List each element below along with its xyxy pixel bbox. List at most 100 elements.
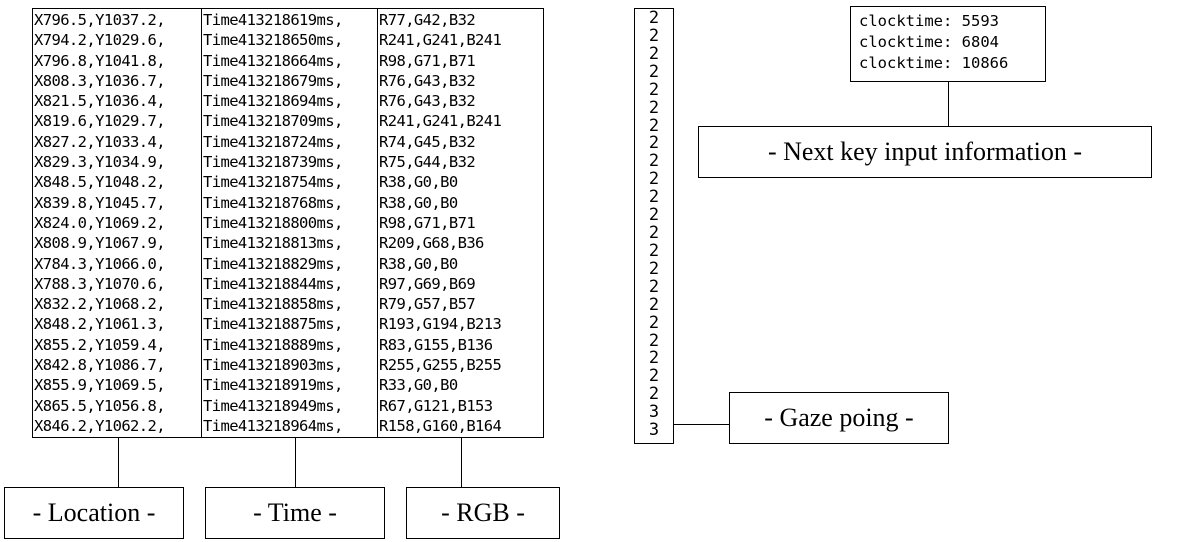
rgb-cell: R67,G121,B153 <box>379 396 493 415</box>
gaze-digit: 2 <box>648 133 660 154</box>
location-cell: X824.0,Y1069.2, <box>34 213 166 232</box>
time-cell: Time413218919ms, <box>203 376 343 395</box>
location-cell: X848.5,Y1048.2, <box>34 173 166 192</box>
rgb-cell: R193,G194,B213 <box>379 315 502 334</box>
location-connector <box>118 438 119 488</box>
rgb-cell: R75,G44,B32 <box>379 153 476 172</box>
time-cell: Time413218709ms, <box>203 112 343 131</box>
gaze-digit: 2 <box>648 348 660 369</box>
location-cell: X855.9,Y1069.5, <box>34 376 166 395</box>
time-cell: Time413218813ms, <box>203 234 343 253</box>
gaze-digit: 2 <box>648 294 660 315</box>
location-cell: X827.2,Y1033.4, <box>34 132 166 151</box>
rgb-cell: R38,G0,B0 <box>379 193 458 212</box>
gaze-digit: 2 <box>648 97 660 118</box>
rgb-cell: R97,G69,B69 <box>379 274 476 293</box>
gaze-digit: 2 <box>648 366 660 387</box>
location-label: - Location - <box>4 487 184 539</box>
location-cell: X832.2,Y1068.2, <box>34 295 166 314</box>
rgb-cell: R98,G71,B71 <box>379 213 476 232</box>
rgb-cell: R77,G42,B32 <box>379 11 476 29</box>
time-cell: Time413218768ms, <box>203 193 343 212</box>
location-cell: X865.5,Y1056.8, <box>34 396 166 415</box>
time-cell: Time413218875ms, <box>203 315 343 334</box>
location-cell: X839.8,Y1045.7, <box>34 193 166 212</box>
gaze-digit: 2 <box>648 115 660 136</box>
rgb-cell: R38,G0,B0 <box>379 254 458 273</box>
gaze-digit: 2 <box>648 25 660 46</box>
location-cell: X855.2,Y1059.4, <box>34 335 166 354</box>
time-cell: Time413218724ms, <box>203 132 343 151</box>
gaze-digit: 2 <box>648 43 660 64</box>
time-cell: Time413218844ms, <box>203 274 343 293</box>
time-cell: Time413218739ms, <box>203 153 343 172</box>
time-cell: Time413218800ms, <box>203 213 343 232</box>
rgb-cell: R38,G0,B0 <box>379 173 458 192</box>
rgb-connector <box>461 438 462 488</box>
location-cell: X848.2,Y1061.3, <box>34 315 166 334</box>
location-cell: X788.3,Y1070.6, <box>34 274 166 293</box>
rgb-cell: R76,G43,B32 <box>379 71 476 90</box>
location-cell: X821.5,Y1036.4, <box>34 92 166 111</box>
time-cell: Time413218650ms, <box>203 31 343 50</box>
time-cell: Time413218754ms, <box>203 173 343 192</box>
time-connector <box>295 438 296 488</box>
gaze-digit: 2 <box>648 258 660 279</box>
location-cell: X842.8,Y1086.7, <box>34 356 166 375</box>
rgb-label: - RGB - <box>406 487 560 539</box>
time-cell: Time413218889ms, <box>203 335 343 354</box>
time-cell: Time413218903ms, <box>203 356 343 375</box>
clocktime-line: clocktime: 5593 <box>859 12 999 30</box>
location-cell: X796.8,Y1041.8, <box>34 51 166 70</box>
location-cell: X808.3,Y1036.7, <box>34 71 166 90</box>
time-cell: Time413218964ms, <box>203 416 343 435</box>
gaze-digit: 2 <box>648 223 660 243</box>
gaze-digit: 2 <box>648 61 660 82</box>
gaze-digit: 3 <box>648 402 660 423</box>
location-cell: X808.9,Y1067.9, <box>34 234 166 253</box>
rgb-cell: R79,G57,B57 <box>379 295 476 314</box>
location-cell: X829.3,Y1034.9, <box>34 153 166 172</box>
rgb-cell: R241,G241,B241 <box>379 112 502 131</box>
gaze-digit: 2 <box>648 169 660 190</box>
gaze-digit: 2 <box>648 384 660 405</box>
rgb-cell: R98,G71,B71 <box>379 51 476 70</box>
location-time-divider <box>201 9 202 437</box>
gaze-data-table: X796.5,Y1037.2, Time413218619ms, R77,G42,B… <box>32 8 544 438</box>
time-cell: Time413218619ms, <box>203 11 343 29</box>
rgb-cell: R83,G155,B136 <box>379 335 493 354</box>
time-cell: Time413218694ms, <box>203 92 343 111</box>
time-cell: Time413218679ms, <box>203 71 343 90</box>
rgb-cell: R241,G241,B241 <box>379 31 502 50</box>
gaze-digit: 2 <box>648 205 660 226</box>
location-cell: X796.5,Y1037.2, <box>34 11 166 29</box>
clocktime-line: clocktime: 10866 <box>859 54 1009 72</box>
next-key-connector <box>948 82 949 127</box>
gaze-digit: 2 <box>648 240 660 261</box>
next-key-label: - Next key input information - <box>698 126 1152 178</box>
time-cell: Time413218664ms, <box>203 51 343 70</box>
time-rgb-divider <box>377 9 378 437</box>
time-cell: Time413218829ms, <box>203 254 343 273</box>
time-cell: Time413218949ms, <box>203 396 343 415</box>
gaze-digit: 2 <box>648 187 660 208</box>
clocktime-line: clocktime: 6804 <box>859 33 999 51</box>
gaze-digit: 2 <box>648 8 660 28</box>
location-cell: X794.2,Y1029.6, <box>34 31 166 50</box>
rgb-cell: R33,G0,B0 <box>379 376 458 395</box>
gaze-digit: 2 <box>648 276 660 297</box>
clocktime-box: clocktime: 5593 clocktime: 6804 clocktim… <box>850 6 1046 82</box>
gaze-digit: 2 <box>648 151 660 172</box>
location-cell: X846.2,Y1062.2, <box>34 416 166 435</box>
gaze-digit: 3 <box>648 420 660 441</box>
time-label: - Time - <box>205 487 385 539</box>
gaze-digit: 2 <box>648 79 660 100</box>
location-cell: X784.3,Y1066.0, <box>34 254 166 273</box>
rgb-cell: R255,G255,B255 <box>379 356 502 375</box>
rgb-cell: R209,G68,B36 <box>379 234 484 253</box>
rgb-cell: R158,G160,B164 <box>379 416 502 435</box>
rgb-cell: R74,G45,B32 <box>379 132 476 151</box>
gaze-digit: 2 <box>648 330 660 351</box>
location-cell: X819.6,Y1029.7, <box>34 112 166 131</box>
